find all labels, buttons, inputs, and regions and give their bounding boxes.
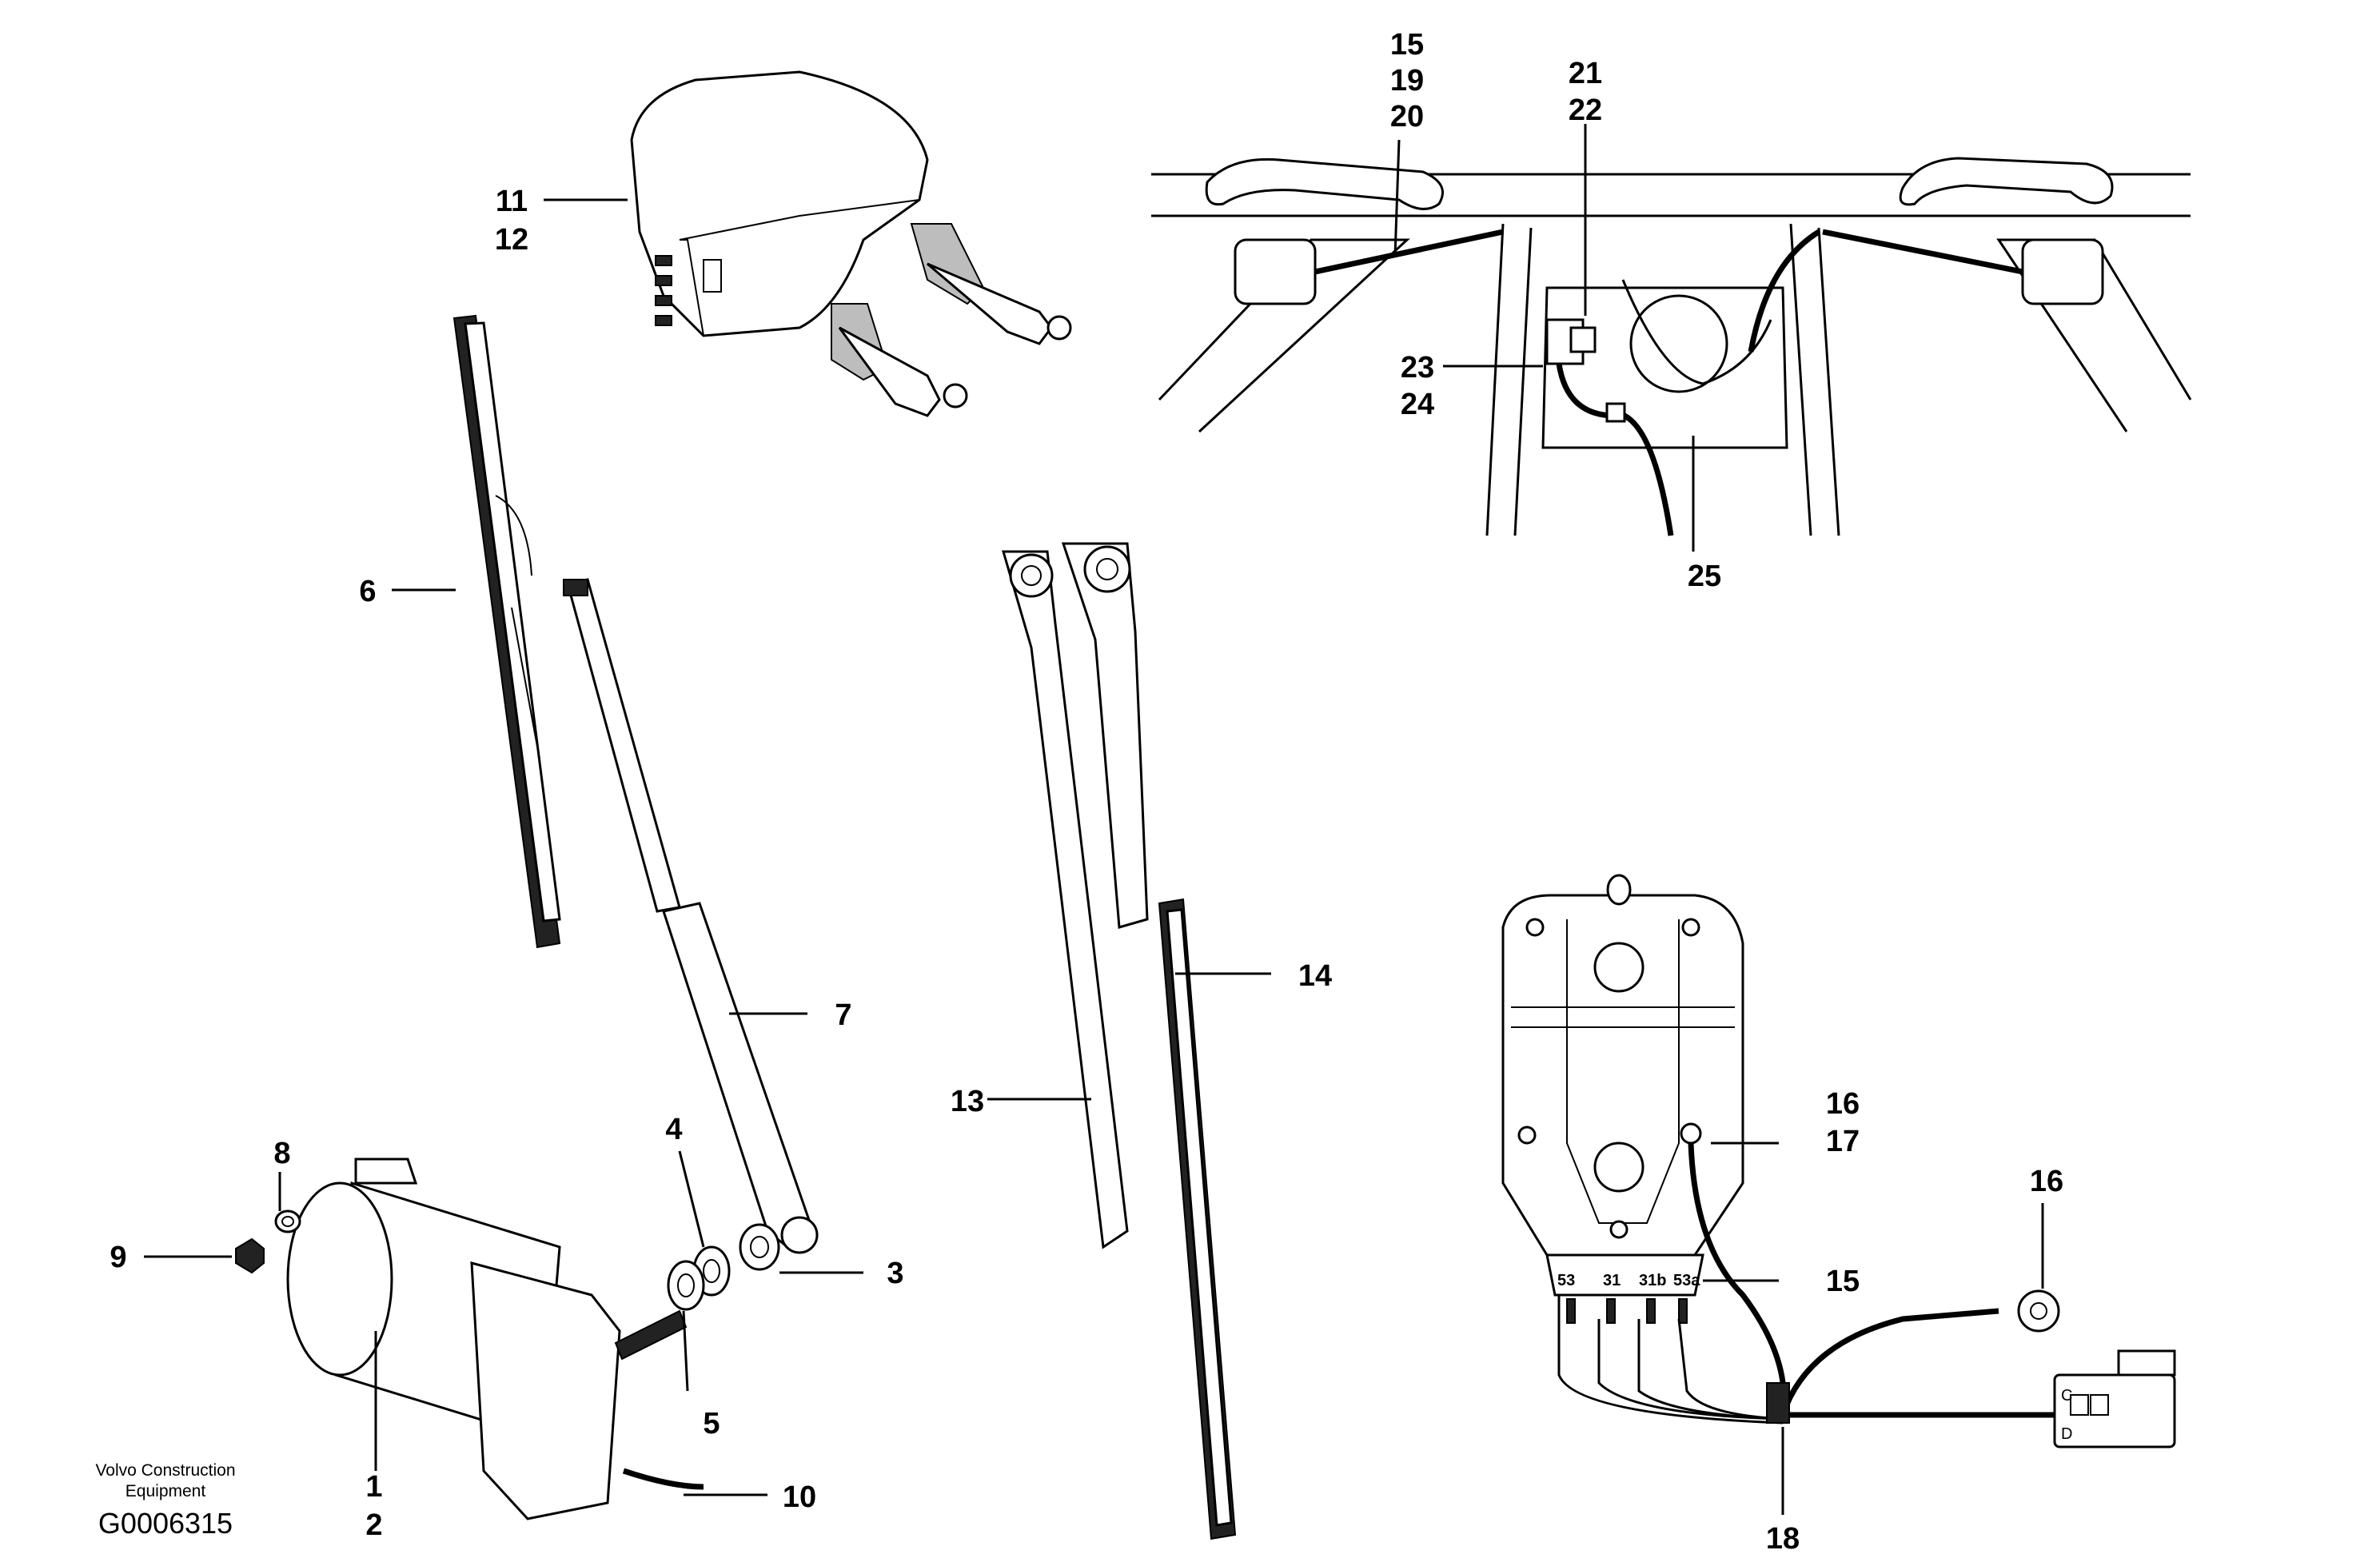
callout-19: 19 (1390, 64, 1424, 98)
callout-23: 23 (1401, 351, 1434, 385)
terminal-31b: 31b (1639, 1272, 1666, 1289)
wiper-blade-6 (452, 314, 561, 949)
nut-9 (235, 1237, 265, 1274)
callout-15-top: 15 (1390, 28, 1424, 62)
nut-3 (739, 1223, 780, 1271)
callout-22: 22 (1569, 94, 1602, 127)
callout-21: 21 (1569, 57, 1602, 90)
callout-5: 5 (703, 1407, 720, 1440)
callout-6: 6 (359, 575, 376, 608)
callout-8: 8 (273, 1137, 290, 1170)
wiper-motor-1 (286, 1158, 704, 1520)
callout-3: 3 (887, 1257, 903, 1290)
washer-5 (667, 1260, 705, 1311)
callout-13: 13 (951, 1085, 984, 1118)
washer-8 (274, 1209, 301, 1233)
callout-2: 2 (365, 1508, 382, 1542)
terminal-53: 53 (1557, 1272, 1575, 1289)
wiper-blade-14 (1158, 898, 1237, 1540)
plug-pin-c: C (2061, 1387, 2072, 1405)
credit-line-2: Equipment (126, 1482, 206, 1500)
callout-4: 4 (665, 1113, 682, 1146)
callout-9: 9 (110, 1241, 126, 1274)
callout-labels: 1 2 3 4 5 6 7 8 9 10 11 12 13 14 15 19 2… (110, 28, 2063, 1556)
connector-harness (1501, 874, 2176, 1448)
wiper-arm-pair-13 (1002, 542, 1149, 1249)
wiper-arm-7 (563, 578, 819, 1254)
leader-lines (144, 124, 2044, 1515)
credit-line-1: Volvo Construction (95, 1461, 235, 1480)
terminal-53a: 53a (1673, 1272, 1700, 1289)
callout-18: 18 (1766, 1522, 1800, 1556)
callout-15-harness: 15 (1826, 1265, 1860, 1298)
terminal-31: 31 (1603, 1272, 1621, 1289)
callout-20: 20 (1390, 100, 1424, 133)
callout-17: 17 (1826, 1125, 1860, 1158)
credit-block: Volvo Construction Equipment G0006315 (95, 1461, 235, 1540)
wiper-motor-assembly-11 (630, 70, 1072, 417)
callout-24: 24 (1401, 388, 1434, 421)
callout-16: 16 (1826, 1087, 1860, 1121)
terminal-labels: 53 31 31b 53a C D (1557, 1272, 2072, 1443)
callout-16-eyelet: 16 (2030, 1165, 2063, 1198)
drawing-code: G0006315 (98, 1507, 233, 1540)
callout-10: 10 (783, 1480, 816, 1514)
plug-pin-d: D (2061, 1425, 2072, 1443)
callout-11: 11 (496, 185, 528, 218)
callout-7: 7 (835, 998, 851, 1032)
callout-14: 14 (1298, 959, 1332, 993)
callout-25: 25 (1688, 560, 1721, 593)
callout-12: 12 (495, 223, 528, 257)
callout-1: 1 (365, 1470, 382, 1504)
cab-roof-wiring (1151, 157, 2192, 536)
